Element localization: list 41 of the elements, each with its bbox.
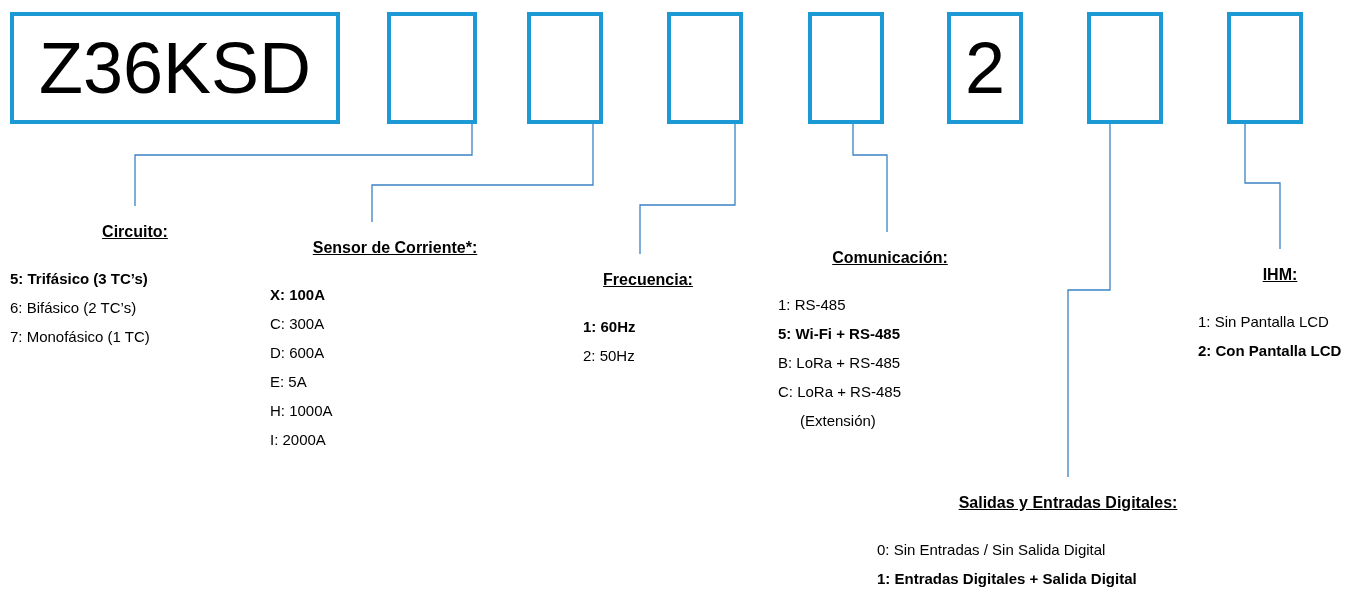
option-heading: Sensor de Corriente*: xyxy=(312,238,478,258)
option-text: H: 1000A xyxy=(270,401,334,421)
code-box xyxy=(947,12,1023,124)
option-text: B: LoRa + RS-485 xyxy=(778,353,901,373)
option-heading: Frecuencia: xyxy=(603,270,693,290)
connector-line xyxy=(1067,123,1111,478)
connector-line xyxy=(1244,123,1281,250)
option-text: 6: Bifásico (2 TC’s) xyxy=(10,298,137,318)
option-text: 1: Sin Pantalla LCD xyxy=(1198,312,1329,332)
code-box xyxy=(667,12,743,124)
code-text: 2 xyxy=(964,32,1005,104)
code-box xyxy=(387,12,477,124)
code-box xyxy=(1227,12,1303,124)
option-heading: Salidas y Entradas Digitales: xyxy=(958,493,1178,513)
connector-line xyxy=(639,123,736,255)
option-text: 5: Wi-Fi + RS-485 xyxy=(778,324,900,344)
code-text: Z36KSD xyxy=(38,32,312,104)
code-box xyxy=(1087,12,1163,124)
option-text: X: 100A xyxy=(270,285,327,305)
connector-line xyxy=(134,123,473,207)
option-text: 5: Trifásico (3 TC’s) xyxy=(10,269,148,289)
option-text: E: 5A xyxy=(270,372,308,392)
option-text: C: LoRa + RS-485 (Extensión) xyxy=(778,382,902,431)
option-text: D: 600A xyxy=(270,343,326,363)
option-text: 1: 60Hz xyxy=(583,317,637,337)
option-heading: Comunicación: xyxy=(832,248,948,268)
code-box xyxy=(808,12,884,124)
option-heading: Circuito: xyxy=(102,222,168,242)
code-box xyxy=(10,12,340,124)
option-text: 2: Con Pantalla LCD xyxy=(1198,341,1342,361)
option-text: I: 2000A xyxy=(270,430,327,450)
option-text: 1: Entradas Digitales + Salida Digital xyxy=(877,569,1137,589)
connector-line xyxy=(852,123,888,233)
option-text: C: 300A xyxy=(270,314,326,334)
option-text: 0: Sin Entradas / Sin Salida Digital xyxy=(877,540,1106,560)
option-heading: IHM: xyxy=(1262,265,1298,285)
option-text: 1: RS-485 xyxy=(778,295,846,315)
option-text: 7: Monofásico (1 TC) xyxy=(10,327,150,347)
connector-line xyxy=(371,123,594,223)
code-box xyxy=(527,12,603,124)
option-text: 2: 50Hz xyxy=(583,346,636,366)
